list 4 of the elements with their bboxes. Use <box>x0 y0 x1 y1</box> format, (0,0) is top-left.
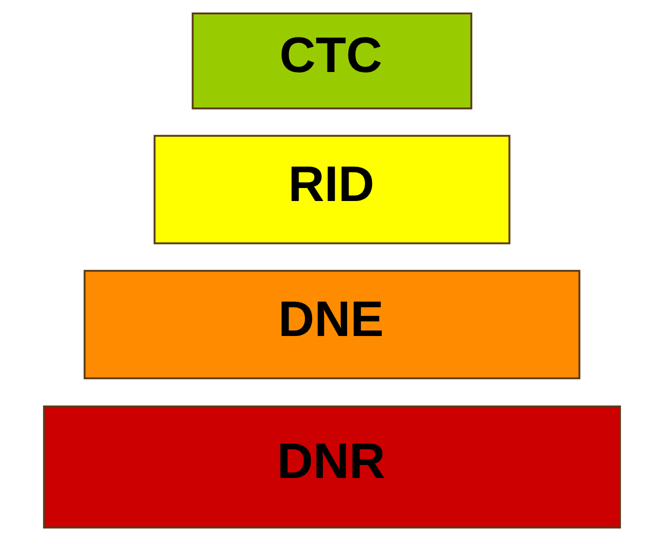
node-box: CTC <box>192 12 472 110</box>
node-box: DNR <box>43 405 621 529</box>
node-box: DNE <box>84 270 580 380</box>
node-box: RID <box>154 134 510 244</box>
